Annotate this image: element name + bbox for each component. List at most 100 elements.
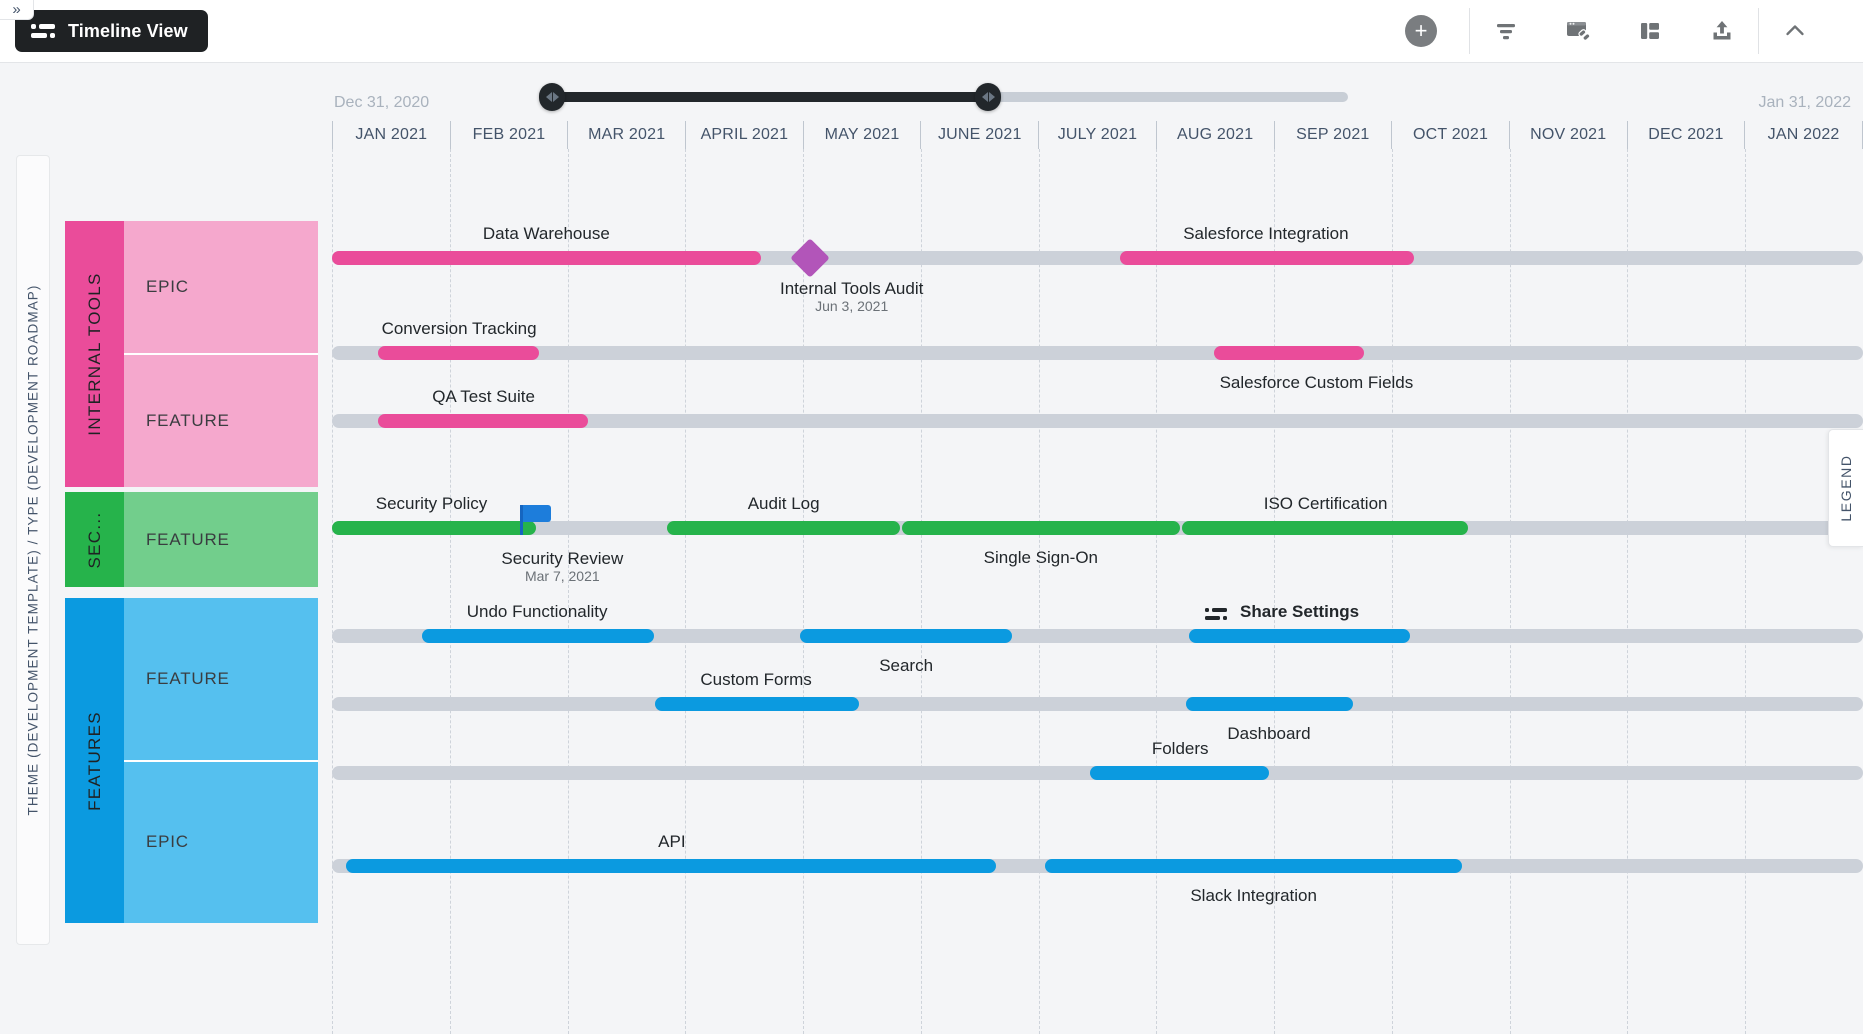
swimlane-group[interactable]: SEC... FEATURE (65, 492, 318, 587)
group-row-epic[interactable]: EPIC (124, 221, 318, 355)
filter-icon (1497, 24, 1515, 40)
bar-label: Data Warehouse (482, 224, 610, 243)
gantt-bar[interactable] (1186, 697, 1354, 711)
bar-label: Undo Functionality (466, 602, 608, 621)
range-start-handle[interactable] (539, 83, 565, 111)
gantt-bar[interactable] (1213, 346, 1364, 360)
grid-line (332, 149, 450, 1034)
gantt-bar[interactable] (345, 859, 997, 873)
bar-label: Salesforce Integration (1183, 224, 1349, 243)
timeline-end-date: Jan 31, 2022 (1758, 94, 1851, 111)
gantt-bar[interactable] (332, 251, 761, 265)
gantt-bar[interactable] (1181, 521, 1468, 535)
axis-rail: THEME (DEVELOPMENT TEMPLATE) / TYPE (DEV… (16, 155, 50, 945)
group-name-label: INTERNAL TOOLS (84, 272, 104, 436)
date-range-slider[interactable] (539, 83, 1348, 111)
grid-line (1509, 149, 1628, 1034)
chevron-up-icon (1786, 25, 1804, 36)
bar-label: Search (879, 656, 934, 675)
month-cell: JAN 2022 (1744, 121, 1863, 149)
link-window-button[interactable] (1542, 0, 1614, 63)
bar-label: Conversion Tracking (381, 319, 537, 338)
group-name-label: SEC... (84, 511, 104, 568)
export-upload-icon (1713, 21, 1731, 40)
timeline-list-icon (31, 23, 55, 39)
sidebar-collapse-toggle[interactable]: » (0, 0, 34, 20)
export-button[interactable] (1686, 0, 1758, 63)
group-row-feature[interactable]: FEATURE (124, 598, 318, 762)
month-cell: AUG 2021 (1155, 121, 1274, 149)
milestone-date: Jun 3, 2021 (815, 298, 889, 314)
gantt-bar[interactable] (1045, 859, 1462, 873)
toolbar-divider-1 (1469, 8, 1470, 54)
view-title-label: Timeline View (68, 20, 188, 41)
gantt-bar[interactable] (800, 629, 1012, 643)
bar-label: Audit Log (747, 494, 820, 513)
gantt-bar[interactable] (901, 521, 1181, 535)
gantt-lane: QA Test Suite (332, 387, 1863, 428)
month-cell: NOV 2021 (1508, 121, 1627, 149)
group-row-feature[interactable]: FEATURE (124, 492, 318, 587)
group-row-feature[interactable]: FEATURE (124, 355, 318, 487)
gantt-bar[interactable] (655, 697, 859, 711)
gantt-bar[interactable] (377, 346, 539, 360)
gantt-bar[interactable] (422, 629, 654, 643)
plus-icon: + (1414, 18, 1428, 43)
bar-label: Slack Integration (1190, 886, 1317, 905)
gantt-bar[interactable] (1089, 766, 1269, 780)
month-cell: MAY 2021 (802, 121, 921, 149)
milestone-label: Internal Tools Audit (780, 279, 924, 298)
range-selection (552, 92, 988, 102)
group-row-epic[interactable]: EPIC (124, 761, 318, 923)
bar-label: Share Settings (1240, 602, 1360, 621)
month-cell: JULY 2021 (1038, 121, 1156, 149)
add-button[interactable]: + (1405, 15, 1437, 47)
bar-label: ISO Certification (1263, 494, 1388, 513)
grid-line (1038, 149, 1157, 1034)
timeline-view-button[interactable]: Timeline View (15, 10, 208, 52)
group-row-list: FEATURE (124, 492, 318, 587)
gantt-bar[interactable] (1120, 251, 1415, 265)
bar-label: Custom Forms (700, 670, 812, 689)
gantt-bar[interactable] (1189, 629, 1410, 643)
milestone-date: Mar 7, 2021 (524, 568, 600, 584)
toolbar-divider-2 (1758, 8, 1759, 54)
legend-tab[interactable]: LEGEND (1828, 429, 1863, 547)
milestone-marker[interactable] (789, 238, 830, 278)
lane-track (332, 629, 1863, 643)
layout-panel-button[interactable] (1614, 0, 1686, 63)
axis-label: THEME (DEVELOPMENT TEMPLATE) / TYPE (DEV… (25, 284, 41, 816)
bar-label: Salesforce Custom Fields (1219, 373, 1414, 392)
timeline-start-date: Dec 31, 2020 (334, 94, 430, 111)
bar-label: Single Sign-On (983, 548, 1099, 567)
month-cell: APRIL 2021 (685, 121, 803, 149)
range-end-handle[interactable] (975, 83, 1001, 111)
gantt-bar[interactable] (377, 414, 588, 428)
grid-line (920, 149, 1039, 1034)
group-color-band: SEC... (65, 492, 124, 587)
grid-line (567, 149, 686, 1034)
group-color-band: FEATURES (65, 598, 124, 923)
month-cell: MAR 2021 (567, 121, 685, 149)
gantt-bar[interactable] (332, 521, 536, 535)
gantt-lane: Folders (332, 739, 1863, 780)
bar-label: Dashboard (1227, 724, 1311, 743)
filter-button[interactable] (1470, 0, 1542, 63)
lane-track (332, 697, 1863, 711)
grid-lines (332, 149, 1863, 1034)
bar-label: Folders (1151, 739, 1209, 758)
group-name-label: FEATURES (84, 710, 104, 811)
layout-panel-icon (1641, 23, 1659, 39)
gantt-bar[interactable] (667, 521, 900, 535)
collapse-toolbar-button[interactable] (1759, 0, 1831, 63)
month-cell: JAN 2021 (332, 121, 450, 149)
